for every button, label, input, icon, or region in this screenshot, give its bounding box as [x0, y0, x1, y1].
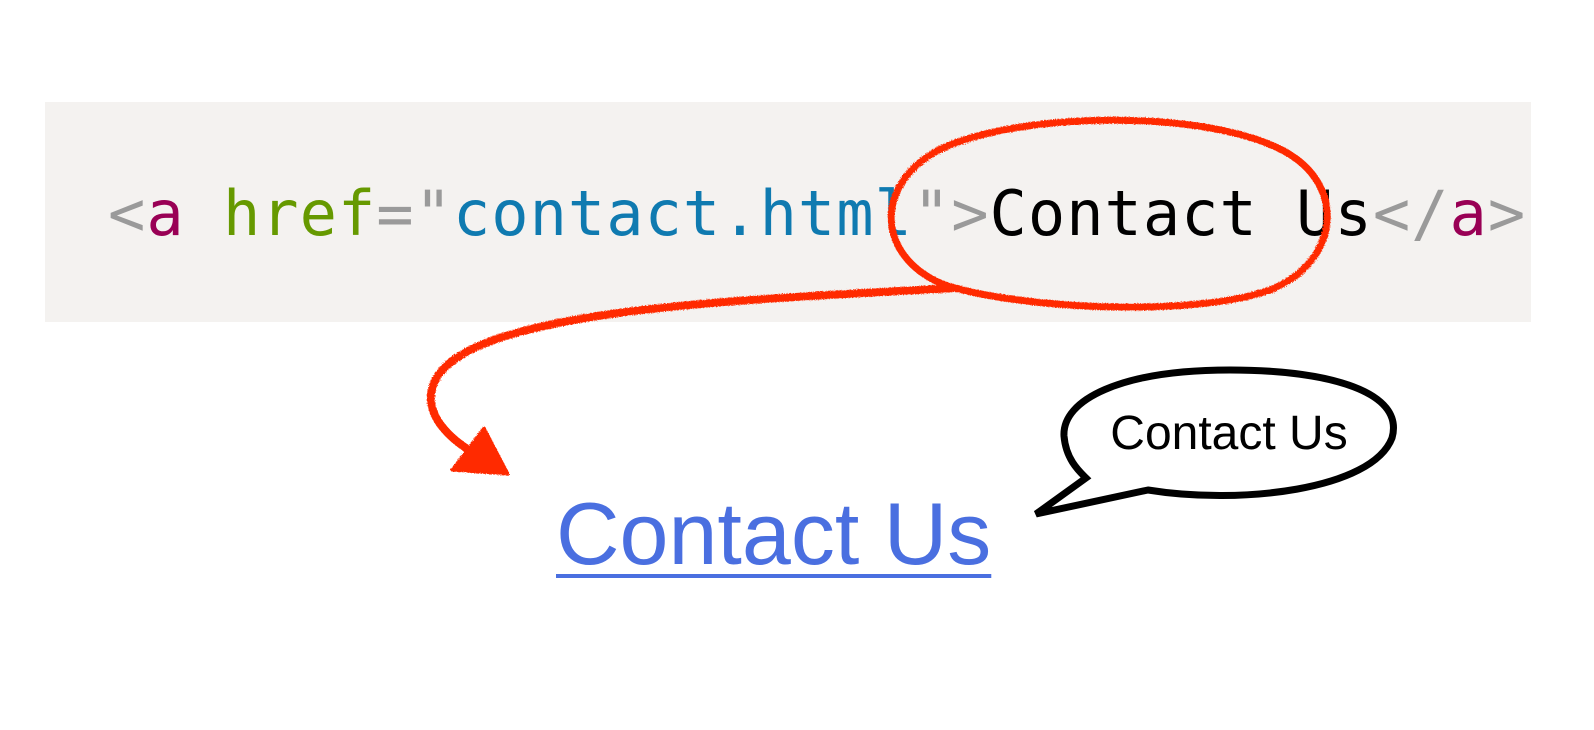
close-tag-start: </ [1372, 177, 1450, 250]
speech-bubble-text: Contact Us [1110, 407, 1348, 460]
open-tag-end: > [951, 177, 990, 250]
html-code-line: <a href="contact.html">Contact Us</a> [108, 176, 1526, 252]
space [185, 177, 223, 250]
equals-sign: = [376, 177, 415, 250]
attribute-value: contact.html [452, 177, 913, 250]
close-tag-end: > [1487, 177, 1527, 250]
quote-open: " [414, 177, 453, 250]
close-tag-name: a [1449, 177, 1488, 250]
tag-name: a [146, 177, 185, 250]
attribute-name: href [222, 177, 377, 250]
rendered-link[interactable]: Contact Us [556, 484, 992, 583]
link-text-code: Contact Us [989, 177, 1373, 250]
quote-close: " [912, 177, 952, 250]
open-angle: < [108, 177, 147, 250]
